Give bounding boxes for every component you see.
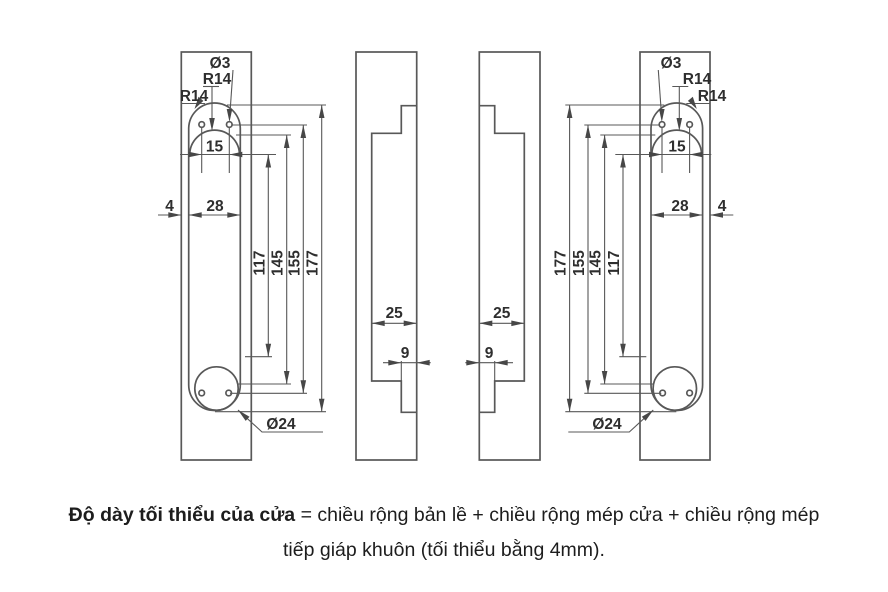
caption: Độ dày tối thiểu của cửa = chiều rộng bả…	[0, 498, 888, 568]
dim-label-4-left: 4	[165, 198, 174, 215]
dim-label-r14-outer-left: R14	[180, 88, 209, 105]
caption-rest: = chiều rộng bản lề + chiều rộng mép cửa…	[283, 504, 820, 561]
dim-label-dia3-left: Ø3	[210, 55, 231, 72]
dim-label-r14-inner-left: R14	[203, 71, 232, 88]
caption-bold: Độ dày tối thiểu của cửa	[68, 504, 296, 526]
dim-label-117-right: 117	[606, 250, 623, 275]
dim-label-25-profile-right: 25	[493, 305, 511, 322]
dim-label-15-right: 15	[668, 139, 686, 156]
right-plate-view: Ø3 R14 R14 15 28 4 177 155 145 117 Ø24	[553, 51, 735, 461]
dim-label-155-right: 155	[571, 250, 588, 276]
left-plate-view: Ø3 R14 R14 15 4 28 117 145 155 177 Ø24	[157, 51, 327, 461]
dim-label-dia24-left: Ø24	[266, 416, 296, 433]
dim-label-28-right: 28	[671, 198, 689, 215]
door-profile-right: 25 9	[464, 51, 541, 461]
dim-label-28-left: 28	[206, 198, 224, 215]
dim-label-9-profile-right: 9	[485, 345, 494, 362]
technical-drawing: Ø3 R14 R14 15 4 28 117 145 155 177 Ø24 2…	[157, 51, 735, 461]
door-profile-left: 25 9	[355, 51, 432, 461]
dim-label-4-right: 4	[718, 198, 727, 215]
dim-label-dia3-right: Ø3	[661, 55, 682, 72]
dim-label-177-right: 177	[553, 250, 570, 276]
dim-label-117-left: 117	[251, 250, 268, 275]
dim-label-15-left: 15	[206, 139, 224, 156]
caption-text: Độ dày tối thiểu của cửa = chiều rộng bả…	[53, 498, 835, 568]
dim-label-155-left: 155	[286, 250, 303, 276]
dim-label-177-left: 177	[305, 250, 322, 276]
dim-label-9-profile-left: 9	[401, 345, 410, 362]
dim-label-145-left: 145	[270, 250, 287, 276]
dim-label-dia24-right: Ø24	[592, 416, 622, 433]
dim-label-r14-outer-right: R14	[698, 88, 727, 105]
dim-label-25-profile-left: 25	[386, 305, 404, 322]
dim-label-145-right: 145	[588, 250, 605, 276]
dim-label-r14-inner-right: R14	[683, 71, 712, 88]
